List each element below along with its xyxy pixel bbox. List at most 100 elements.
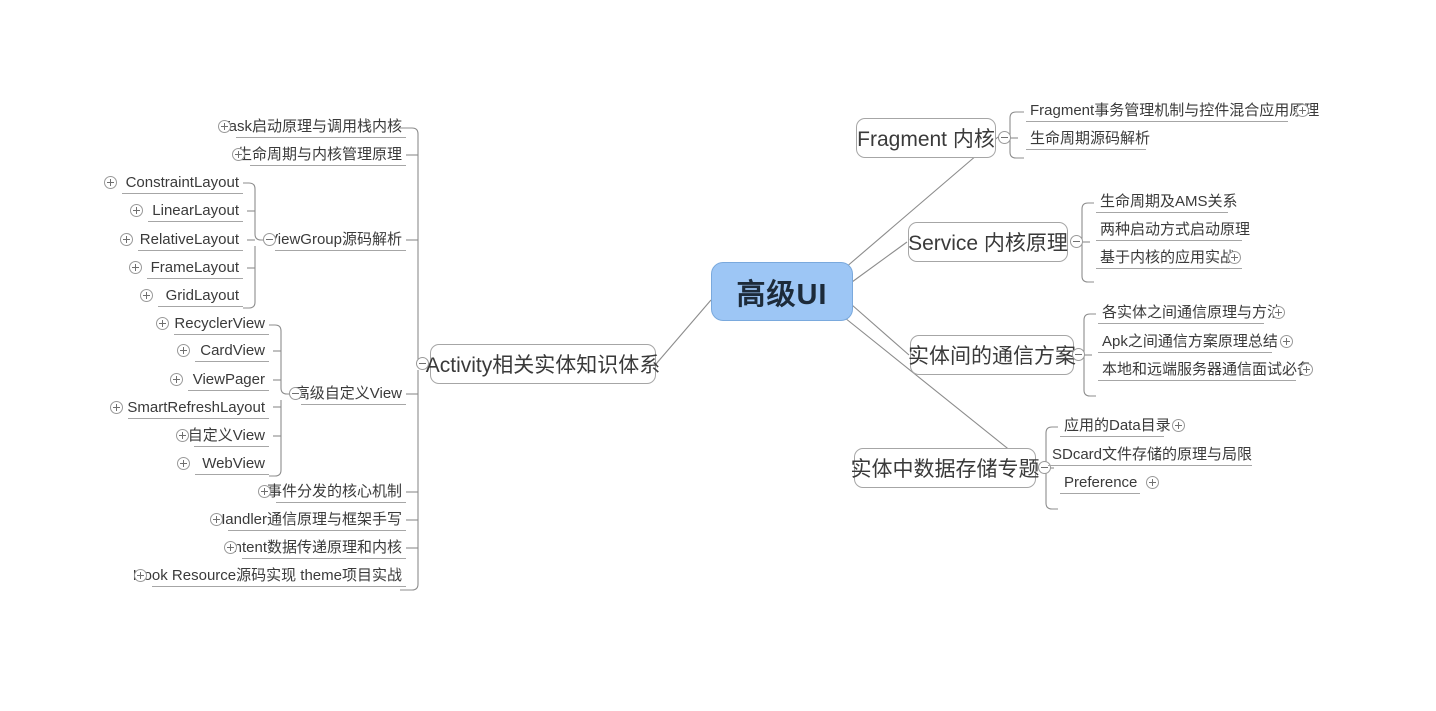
service-child-2-label: 基于内核的应用实战 [1100,248,1236,266]
left-item-1-label: 生命周期与内核管理原理 [236,145,402,163]
viewgroup-child-0[interactable]: ConstraintLayout [122,173,243,194]
minus-circle-icon[interactable] [1038,461,1051,474]
left-item-1[interactable]: 生命周期与内核管理原理 [237,145,406,166]
branch-fragment[interactable]: Fragment 内核 [856,118,996,158]
customview-child-1-label: CardView [200,341,265,359]
branch-activity-label: Activity相关实体知识体系 [425,354,661,377]
plus-circle-icon[interactable] [224,541,237,554]
customview-child-1[interactable]: CardView [195,341,269,362]
branch-communication[interactable]: 实体间的通信方案 [908,335,1076,375]
plus-circle-icon[interactable] [120,233,133,246]
customview-child-0[interactable]: RecyclerView [174,314,269,335]
comm-child-0[interactable]: 各实体之间通信原理与方法 [1098,303,1282,324]
viewgroup-child-4-label: GridLayout [165,286,239,304]
viewgroup-child-1[interactable]: LinearLayout [148,201,243,222]
comm-child-2-label: 本地和远端服务器通信面试必备 [1102,360,1313,378]
plus-circle-icon[interactable] [210,513,223,526]
minus-circle-icon[interactable] [1072,348,1085,361]
plus-circle-icon[interactable] [1228,251,1241,264]
storage-child-2[interactable]: Preference [1060,473,1140,494]
viewgroup-child-3[interactable]: FrameLayout [147,258,243,279]
fragment-child-0-label: Fragment事务管理机制与控件混合应用原理 [1030,101,1320,119]
minus-circle-icon[interactable] [263,233,276,246]
storage-child-0[interactable]: 应用的Data目录 [1060,416,1171,437]
plus-circle-icon[interactable] [1296,104,1309,117]
service-child-2[interactable]: 基于内核的应用实战 [1096,248,1242,269]
plus-circle-icon[interactable] [176,429,189,442]
root-node[interactable]: 高级UI [711,262,853,321]
customview-child-4-label: 自定义View [187,426,265,444]
plus-circle-icon[interactable] [156,317,169,330]
plus-circle-icon[interactable] [1280,335,1293,348]
comm-child-1[interactable]: Apk之间通信方案原理总结 [1098,332,1278,353]
branch-service-label: Service 内核原理 [908,232,1068,255]
storage-child-0-label: 应用的Data目录 [1064,416,1171,434]
left-item-0-label: Task启动原理与调用栈内核 [221,117,402,135]
storage-child-1[interactable]: SDcard文件存储的原理与局限 [1048,445,1252,466]
service-child-1[interactable]: 两种启动方式启动原理 [1096,220,1250,241]
plus-circle-icon[interactable] [1172,419,1185,432]
left-item-customview[interactable]: 高级自定义View [295,384,406,405]
plus-circle-icon[interactable] [177,457,190,470]
viewgroup-child-4[interactable]: GridLayout [158,286,243,307]
branch-activity[interactable]: Activity相关实体知识体系 [426,344,660,384]
storage-child-2-label: Preference [1064,473,1138,491]
comm-child-0-label: 各实体之间通信原理与方法 [1102,303,1283,321]
plus-circle-icon[interactable] [1300,363,1313,376]
left-item-viewgroup[interactable]: ViewGroup源码解析 [268,230,406,251]
left-item-6-label: Intent数据传递原理和内核 [229,538,402,556]
plus-circle-icon[interactable] [1272,306,1285,319]
service-child-1-label: 两种启动方式启动原理 [1100,220,1251,238]
comm-child-2[interactable]: 本地和远端服务器通信面试必备 [1098,360,1312,381]
minus-circle-icon[interactable] [289,387,302,400]
plus-circle-icon[interactable] [1146,476,1159,489]
plus-circle-icon[interactable] [104,176,117,189]
plus-circle-icon[interactable] [170,373,183,386]
plus-circle-icon[interactable] [258,485,271,498]
minus-circle-icon[interactable] [1070,235,1083,248]
service-child-0[interactable]: 生命周期及AMS关系 [1096,192,1238,213]
branch-storage[interactable]: 实体中数据存储专题 [851,448,1040,488]
plus-circle-icon[interactable] [140,289,153,302]
comm-child-1-label: Apk之间通信方案原理总结 [1102,332,1278,350]
root-label: 高级UI [736,278,828,311]
customview-child-2[interactable]: ViewPager [188,370,269,391]
left-item-customview-label: 高级自定义View [294,384,402,402]
left-item-viewgroup-label: ViewGroup源码解析 [268,230,402,248]
viewgroup-child-1-label: LinearLayout [152,201,239,219]
branch-service[interactable]: Service 内核原理 [908,222,1068,262]
customview-child-0-label: RecyclerView [174,314,265,332]
minus-circle-icon[interactable] [998,131,1011,144]
left-item-4[interactable]: 事件分发的核心机制 [267,482,406,503]
left-item-7[interactable]: Hook Resource源码实现 theme项目实战 [133,566,406,587]
branch-fragment-label: Fragment 内核 [857,128,995,151]
left-item-6[interactable]: Intent数据传递原理和内核 [229,538,406,559]
customview-child-5[interactable]: WebView [195,454,269,475]
plus-circle-icon[interactable] [130,204,143,217]
plus-circle-icon[interactable] [177,344,190,357]
customview-child-3-label: SmartRefreshLayout [127,398,265,416]
left-item-5[interactable]: Handler通信原理与框架手写 [214,510,406,531]
fragment-child-0[interactable]: Fragment事务管理机制与控件混合应用原理 [1026,101,1319,122]
storage-child-1-label: SDcard文件存储的原理与局限 [1052,445,1253,463]
plus-circle-icon[interactable] [134,569,147,582]
fragment-child-1-label: 生命周期源码解析 [1030,129,1151,147]
viewgroup-child-2-label: RelativeLayout [139,230,239,248]
left-item-0[interactable]: Task启动原理与调用栈内核 [221,117,406,138]
customview-child-3[interactable]: SmartRefreshLayout [127,398,269,419]
plus-circle-icon[interactable] [218,120,231,133]
plus-circle-icon[interactable] [110,401,123,414]
customview-child-5-label: WebView [202,454,265,472]
plus-circle-icon[interactable] [232,148,245,161]
minus-circle-icon[interactable] [416,357,429,370]
viewgroup-child-0-label: ConstraintLayout [125,173,239,191]
viewgroup-child-3-label: FrameLayout [150,258,239,276]
plus-circle-icon[interactable] [129,261,142,274]
branch-communication-label: 实体间的通信方案 [908,345,1076,368]
viewgroup-child-2[interactable]: RelativeLayout [138,230,243,251]
fragment-child-1[interactable]: 生命周期源码解析 [1026,129,1150,150]
service-child-0-label: 生命周期及AMS关系 [1100,192,1238,210]
branch-storage-label: 实体中数据存储专题 [850,458,1040,481]
left-item-4-label: 事件分发的核心机制 [266,482,402,500]
customview-child-4[interactable]: 自定义View [188,426,269,447]
